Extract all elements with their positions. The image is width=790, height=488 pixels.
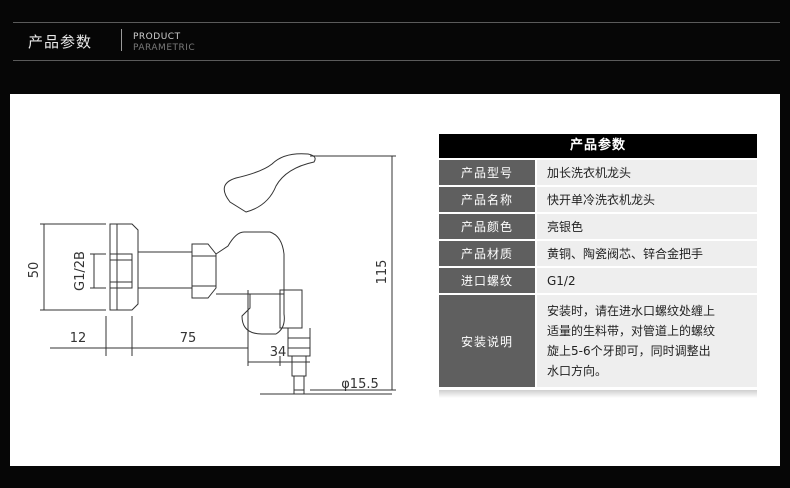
spec-row-name: 产品名称 快开单冷洗衣机龙头: [439, 187, 757, 212]
spec-row-install: 安装说明 安装时，请在进水口螺纹处缠上 适量的生料带，对管道上的螺纹 旋上5-6…: [439, 295, 757, 387]
header-divider-bottom: [13, 60, 780, 61]
spec-key: 产品颜色: [439, 214, 535, 239]
dim-length-34: 34: [270, 345, 287, 360]
spec-value-install: 安装时，请在进水口螺纹处缠上 适量的生料带，对管道上的螺纹 旋上5-6个牙即可，…: [537, 295, 757, 387]
spec-key: 产品名称: [439, 187, 535, 212]
faucet-nut: [191, 243, 217, 299]
spec-table: 产品参数 产品型号 加长洗衣机龙头 产品名称 快开单冷洗衣机龙头 产品颜色 亮银…: [439, 134, 757, 387]
dim-length-12: 12: [70, 331, 87, 346]
header-title-cn: 产品参数: [28, 33, 93, 51]
spec-value: 亮银色: [537, 214, 757, 239]
faucet-spout: [241, 294, 285, 335]
spec-value: 黄铜、陶瓷阀芯、锌合金把手: [537, 241, 757, 266]
header-title-en: PRODUCT: [133, 32, 181, 42]
wall-flange: [109, 223, 139, 311]
outlet-nozzle: [293, 376, 305, 391]
faucet-body: [215, 231, 285, 295]
dim-height-50: 50: [27, 262, 42, 279]
dimension-labels: 50 G1/2B 12 75 34 115 φ15.5: [27, 251, 390, 392]
header-divider-top: [13, 22, 780, 23]
spec-value: G1/2: [537, 268, 757, 293]
spec-table-title: 产品参数: [439, 134, 757, 158]
spec-key: 进口螺纹: [439, 268, 535, 293]
header-subtitle-en: PARAMETRIC: [133, 43, 196, 53]
product-panel: 50 G1/2B 12 75 34 115 φ15.5 产品参数 产品型号 加长…: [10, 94, 780, 466]
hose-connector: [279, 289, 303, 329]
install-line: 安装时，请在进水口螺纹处缠上: [547, 304, 716, 318]
spec-row-material: 产品材质 黄铜、陶瓷阀芯、锌合金把手: [439, 241, 757, 266]
faucet-pipe: [138, 251, 193, 289]
dim-height-115: 115: [375, 260, 390, 285]
spec-row-thread: 进口螺纹 G1/2: [439, 268, 757, 293]
spec-row-color: 产品颜色 亮银色: [439, 214, 757, 239]
dim-diameter: φ15.5: [341, 377, 379, 392]
dim-length-75: 75: [180, 331, 197, 346]
spec-key: 产品型号: [439, 160, 535, 185]
spec-value: 快开单冷洗衣机龙头: [537, 187, 757, 212]
page-header: 产品参数 PRODUCT PARAMETRIC: [0, 0, 790, 88]
faucet-technical-drawing: 50 G1/2B 12 75 34 115 φ15.5: [27, 153, 396, 395]
install-line: 适量的生料带，对管道上的螺纹: [547, 324, 716, 338]
spec-key: 安装说明: [439, 295, 535, 387]
install-line: 水口方向。: [547, 364, 608, 378]
header-separator: [121, 29, 122, 51]
spec-value: 加长洗衣机龙头: [537, 160, 757, 185]
faucet-handle: [223, 153, 316, 213]
dim-thread-g12b: G1/2B: [73, 251, 88, 291]
install-line: 旋上5-6个牙即可，同时调整出: [547, 344, 711, 358]
spec-key: 产品材质: [439, 241, 535, 266]
inlet-thread: [109, 253, 133, 289]
spec-row-model: 产品型号 加长洗衣机龙头: [439, 160, 757, 185]
spec-table-shadow: [439, 390, 757, 398]
